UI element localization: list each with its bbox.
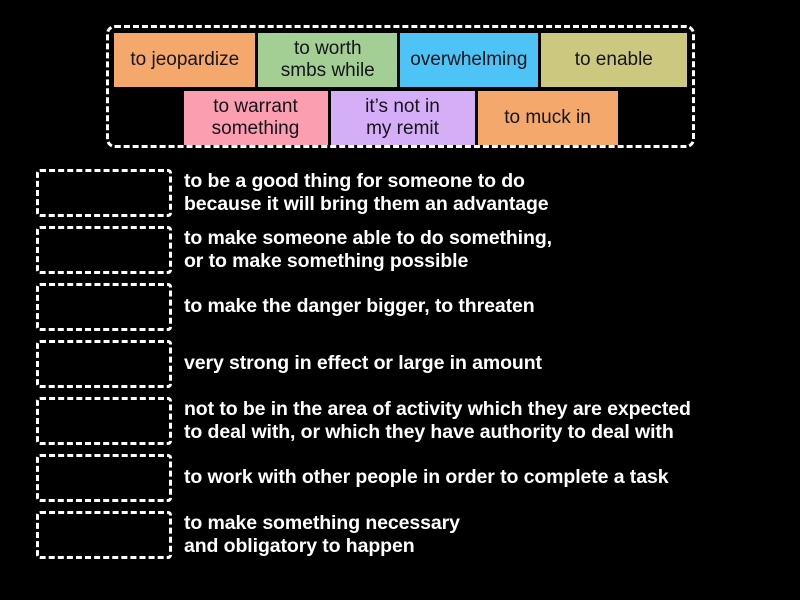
word-bank-row-2: to warrant something it’s not in my remi… [114, 91, 687, 145]
definition-text-3: to make the danger bigger, to threaten [184, 295, 535, 317]
drop-zone-2[interactable] [36, 225, 172, 274]
definition-list: to be a good thing for someone to do bec… [0, 164, 800, 563]
word-tile-to-jeopardize[interactable]: to jeopardize [114, 33, 256, 87]
word-tile-overwhelming[interactable]: overwhelming [400, 33, 538, 87]
drop-zone-6[interactable] [36, 453, 172, 502]
word-tile-to-worth-smbs-while[interactable]: to worth smbs while [258, 33, 398, 87]
drop-zone-5[interactable] [36, 396, 172, 445]
word-tile-to-warrant-something[interactable]: to warrant something [183, 91, 328, 145]
word-tile-to-enable[interactable]: to enable [540, 33, 687, 87]
definition-row: to make the danger bigger, to threaten [0, 278, 800, 335]
definition-text-2: to make someone able to do something, or… [184, 226, 552, 272]
definition-row: not to be in the area of activity which … [0, 392, 800, 449]
drop-zone-7[interactable] [36, 510, 172, 559]
word-bank-panel: to jeopardize to worth smbs while overwh… [106, 25, 695, 148]
word-tile-its-not-in-my-remit[interactable]: it’s not in my remit [330, 91, 475, 145]
definition-row: to be a good thing for someone to do bec… [0, 164, 800, 221]
definition-text-5: not to be in the area of activity which … [184, 397, 691, 443]
drop-zone-1[interactable] [36, 168, 172, 217]
definition-row: very strong in effect or large in amount [0, 335, 800, 392]
drop-zone-4[interactable] [36, 339, 172, 388]
definition-text-6: to work with other people in order to co… [184, 466, 669, 488]
word-bank-row-1: to jeopardize to worth smbs while overwh… [114, 33, 687, 87]
definition-row: to work with other people in order to co… [0, 449, 800, 506]
definition-text-7: to make something necessary and obligato… [184, 511, 460, 557]
definition-text-4: very strong in effect or large in amount [184, 352, 542, 374]
definition-text-1: to be a good thing for someone to do bec… [184, 169, 549, 215]
word-tile-to-muck-in[interactable]: to muck in [477, 91, 618, 145]
definition-row: to make someone able to do something, or… [0, 221, 800, 278]
definition-row: to make something necessary and obligato… [0, 506, 800, 563]
drop-zone-3[interactable] [36, 282, 172, 331]
